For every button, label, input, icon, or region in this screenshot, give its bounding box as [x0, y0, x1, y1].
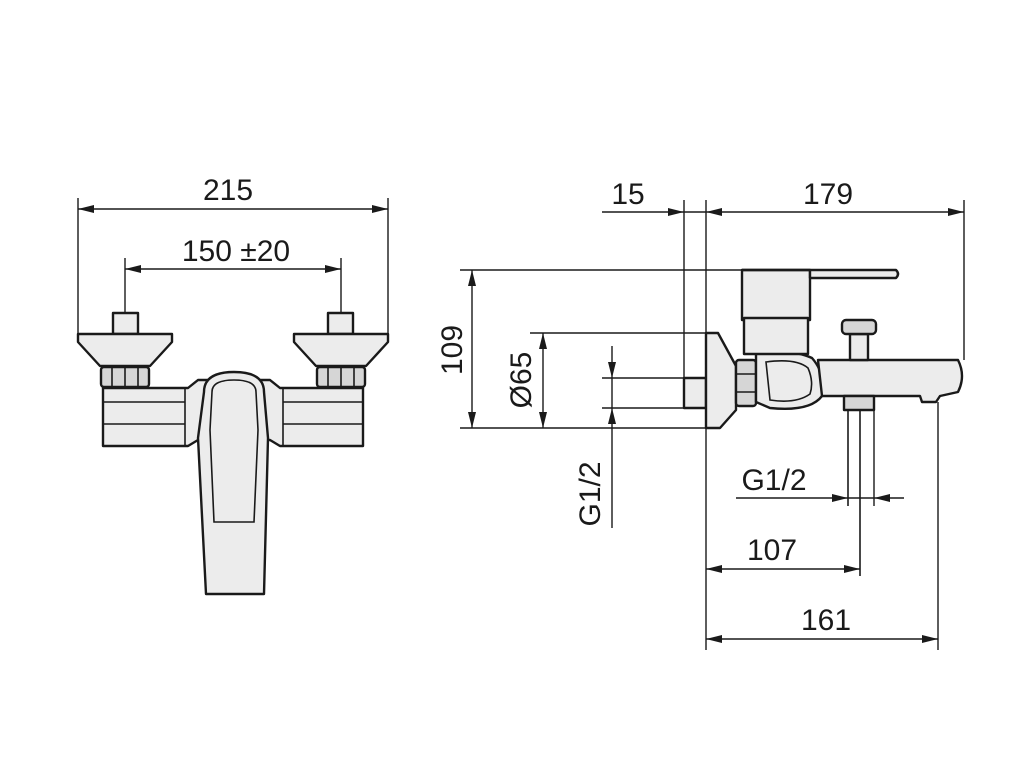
- side-wall-flange: [704, 331, 738, 430]
- spout: [816, 358, 964, 404]
- height-label: 109: [436, 325, 469, 375]
- dimension-arrow: [608, 408, 616, 424]
- shower-outlet-nut: [842, 394, 876, 412]
- side-union-nut: [734, 358, 758, 408]
- flange-diameter-label: Ø65: [505, 352, 538, 409]
- dimension-arrow: [706, 565, 722, 573]
- left-inlet-stem: [111, 311, 140, 336]
- spout-distance-label: 161: [801, 604, 851, 637]
- dimension-arrow: [668, 208, 684, 216]
- dimension-arrow: [125, 265, 141, 273]
- outlet-distance-label: 107: [747, 534, 797, 567]
- side-view: [682, 268, 964, 576]
- right-inlet-stem: [326, 311, 355, 336]
- dimension-arrow: [372, 205, 388, 213]
- inlet-thread-label: G1/2: [574, 461, 607, 526]
- overall-width-label: 215: [203, 174, 253, 207]
- dimension-arrow: [844, 565, 860, 573]
- cartridge-housing: [740, 268, 812, 322]
- dimension-arrow: [539, 333, 547, 349]
- dimension-arrow: [468, 270, 476, 286]
- left-wall-flange: [76, 332, 174, 368]
- dimension-arrow: [608, 362, 616, 378]
- dimension-arrow: [832, 494, 848, 502]
- dimension-arrow: [78, 205, 94, 213]
- dimension-arrow: [468, 412, 476, 428]
- dimension-arrow: [922, 635, 938, 643]
- cartridge-body: [742, 316, 810, 356]
- wall-offset-label: 15: [611, 178, 644, 211]
- wall-connector: [682, 376, 708, 410]
- lever-face: [209, 379, 259, 523]
- dimension-arrow: [874, 494, 890, 502]
- outlet-thread-label: G1/2: [741, 464, 806, 497]
- diverter-knob: [840, 318, 878, 336]
- side-view-dimensions: 15 179 109 Ø65 G1/2 G1/2: [436, 178, 965, 650]
- diverter-stem: [848, 332, 870, 362]
- dimension-arrow: [325, 265, 341, 273]
- lever-handle: [196, 370, 270, 596]
- front-view: [76, 311, 390, 596]
- depth-label: 179: [803, 178, 853, 211]
- centers-distance-label: 150 ±20: [182, 235, 290, 268]
- front-view-dimensions: 215 150 ±20: [77, 174, 389, 333]
- dimension-arrow: [706, 635, 722, 643]
- side-lever: [742, 268, 900, 280]
- right-wall-flange: [292, 332, 390, 368]
- dimension-arrow: [539, 412, 547, 428]
- dimension-arrow: [948, 208, 964, 216]
